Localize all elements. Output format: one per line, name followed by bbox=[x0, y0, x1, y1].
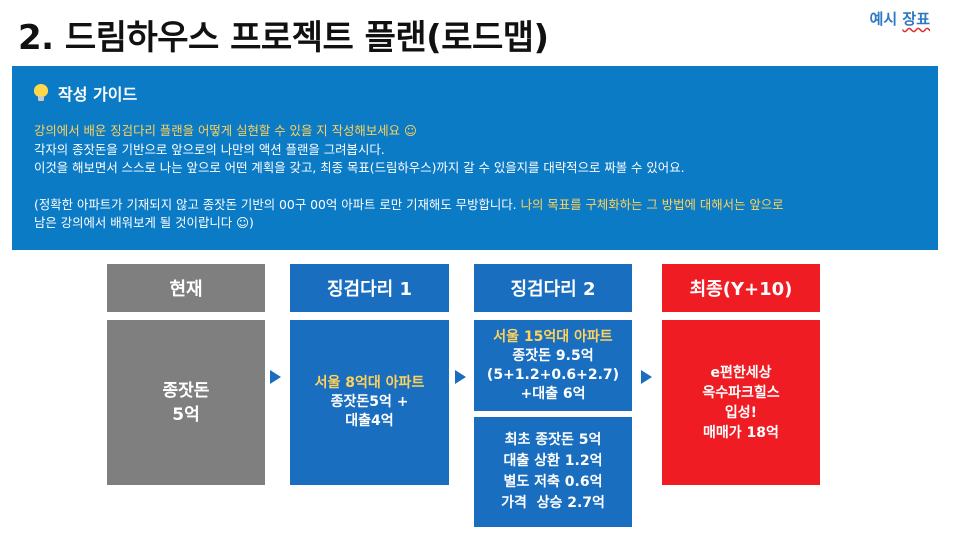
writing-guide-panel: 작성 가이드 강의에서 배운 징검다리 플랜을 어떻게 실현할 수 있을 지 작… bbox=[12, 66, 938, 250]
header-current: 현재 bbox=[107, 264, 265, 312]
example-badge: 예시 장표 bbox=[870, 8, 930, 29]
stepping-stone-1-line: 대출4억 bbox=[345, 413, 394, 429]
guide-body: 강의에서 배운 징검다리 플랜을 어떻게 실현할 수 있을 지 작성해보세요 ☺… bbox=[34, 122, 934, 233]
page-title: 2. 드림하우스 프로젝트 플랜(로드맵) bbox=[18, 18, 549, 58]
stepping-stone-2-card: 서울 15억대 아파트 종잣돈 9.5억 (5+1.2+0.6+2.7) +대출… bbox=[474, 320, 632, 411]
header-stepping-stone-1: 징검다리 1 bbox=[290, 264, 449, 312]
stepping-stone-2-line: 종잣돈 9.5억 bbox=[512, 347, 594, 364]
detail-line: 별도 저축 0.6억 bbox=[503, 474, 603, 490]
guide-line-3: 이것을 해보면서 스스로 나는 앞으로 어떤 계획을 갖고, 최종 목표(드림하… bbox=[34, 160, 685, 175]
arrow-right-icon bbox=[455, 370, 466, 384]
arrow-right-icon bbox=[641, 370, 652, 384]
guide-line-2: 각자의 종잣돈을 기반으로 앞으로의 나만의 액션 플랜을 그려봅시다. bbox=[34, 141, 385, 157]
guide-line-5: 남은 강의에서 배워보게 될 것이랍니다 ☺) bbox=[34, 215, 254, 230]
detail-line: 최초 종잣돈 5억 bbox=[504, 432, 602, 448]
stepping-stone-2-line: +대출 6억 bbox=[520, 385, 586, 402]
badge-text-underlined: 장표 bbox=[902, 10, 930, 28]
badge-text: 예시 bbox=[869, 10, 903, 28]
current-line: 종잣돈 bbox=[162, 380, 210, 401]
final-line: e편한세상 bbox=[710, 364, 772, 381]
detail-line: 가격 상승 2.7억 bbox=[501, 495, 605, 511]
guide-heading-text: 작성 가이드 bbox=[58, 85, 138, 104]
stepping-stone-2-highlight: 서울 15억대 아파트 bbox=[493, 328, 613, 345]
final-line: 옥수파크힐스 bbox=[702, 384, 780, 401]
stepping-stone-2-detail-card: 최초 종잣돈 5억 대출 상환 1.2억 별도 저축 0.6억 가격 상승 2.… bbox=[474, 417, 632, 527]
header-final: 최종(Y+10) bbox=[662, 264, 820, 312]
stepping-stone-1-card: 서울 8억대 아파트 종잣돈5억 + 대출4억 bbox=[290, 320, 449, 485]
guide-line-4-highlight: 나의 목표를 구체화하는 그 방법에 대해서는 앞으로 bbox=[520, 196, 784, 212]
guide-line-1: 강의에서 배운 징검다리 플랜을 어떻게 실현할 수 있을 지 작성해보세요 ☺ bbox=[34, 123, 417, 138]
detail-line: 대출 상환 1.2억 bbox=[503, 453, 603, 469]
stepping-stone-1-line: 종잣돈5억 + bbox=[330, 394, 409, 410]
header-stepping-stone-2: 징검다리 2 bbox=[474, 264, 632, 312]
final-card: e편한세상 옥수파크힐스 입성! 매매가 18억 bbox=[662, 320, 820, 485]
stepping-stone-1-highlight: 서울 8억대 아파트 bbox=[314, 375, 425, 391]
guide-heading: 작성 가이드 bbox=[34, 81, 137, 105]
final-line: 입성! bbox=[724, 404, 758, 421]
current-card: 종잣돈 5억 bbox=[107, 320, 265, 485]
guide-line-4: (정확한 아파트가 기재되지 않고 종잣돈 기반의 00구 00억 아파트 로만… bbox=[34, 196, 934, 215]
current-line: 5억 bbox=[172, 404, 200, 425]
stepping-stone-2-line: (5+1.2+0.6+2.7) bbox=[486, 366, 620, 383]
lightbulb-icon bbox=[34, 84, 48, 102]
final-line: 매매가 18억 bbox=[703, 424, 779, 441]
arrow-right-icon bbox=[270, 370, 281, 384]
guide-line-4-text: (정확한 아파트가 기재되지 않고 종잣돈 기반의 00구 00억 아파트 로만… bbox=[34, 196, 521, 212]
